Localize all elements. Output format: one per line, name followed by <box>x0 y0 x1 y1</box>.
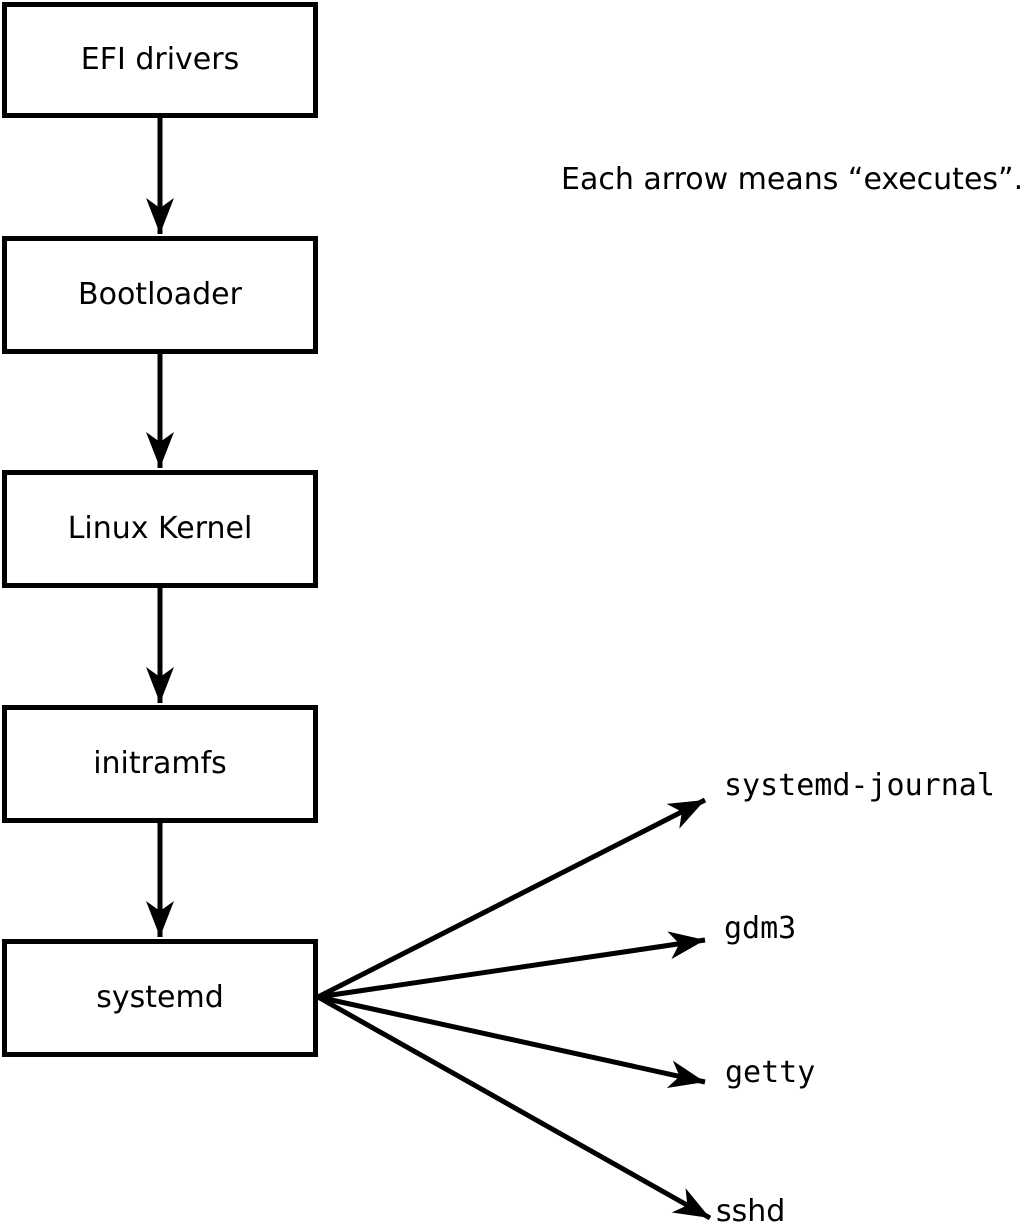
label-getty: getty <box>725 1055 816 1090</box>
label-systemd-journal: systemd-journal <box>724 768 995 803</box>
arrow-systemd-to-systemd-journal <box>316 797 707 1000</box>
node-initramfs: initramfs <box>2 705 318 823</box>
label-gdm3: gdm3 <box>724 911 797 946</box>
arrow-systemd-to-gdm3 <box>317 931 706 1000</box>
node-efi-drivers: EFI drivers <box>2 2 318 118</box>
diagram-caption: Each arrow means “executes”. <box>561 162 1023 197</box>
arrow-systemd-to-getty <box>317 994 706 1088</box>
arrow-systemd-to-sshd <box>316 994 712 1221</box>
label-sshd: sshd <box>716 1194 786 1229</box>
node-bootloader: Bootloader <box>2 236 318 354</box>
node-linux-kernel: Linux Kernel <box>2 470 318 588</box>
node-systemd: systemd <box>2 939 318 1057</box>
